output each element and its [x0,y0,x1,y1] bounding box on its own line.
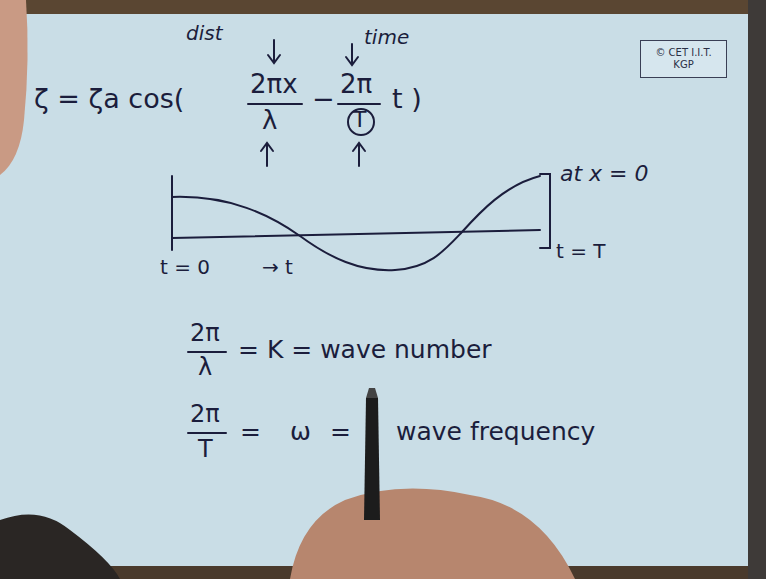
formula-part: 2π [190,320,220,346]
formula-part: = K = wave number [238,336,492,364]
equation-part: 2πx [250,70,298,99]
fraction-bar [188,432,226,434]
hand [0,0,28,175]
axis [172,230,540,238]
equation-part: ζ = ζa cos( [34,84,184,114]
equation-part: − [312,84,335,114]
axis-label: → t [262,256,293,278]
equation-part: 2π [340,70,372,99]
equation-part: t ) [392,84,422,114]
axis-label: t = T [556,240,606,262]
desk-edge [0,0,766,14]
axis-label: t = 0 [160,256,210,278]
formula-part: ω [290,418,311,446]
annotation: time [364,26,409,48]
glasses [0,514,120,579]
desk-edge [748,0,766,579]
logo-box: © CET I.I.T. KGP [640,40,727,78]
fraction-bar [248,103,302,105]
annotations [172,40,550,433]
formula-part: λ [198,354,212,380]
fraction-bar [188,351,226,353]
circle-mark [348,109,374,135]
formula-part: = [330,418,351,446]
formula-part: T [198,436,213,462]
pen-tip [366,388,378,398]
fraction-bar [338,103,380,105]
annotation: dist [186,22,223,44]
pen [364,398,380,520]
annotation: at x = 0 [560,162,649,186]
formula-part: = [240,418,261,446]
arrow [353,143,365,166]
formula-part: 2π [190,401,220,427]
arrow [346,44,358,65]
cosine-curve [172,176,540,270]
equation-part: λ [262,106,277,135]
logo-text: © CET I.I.T. KGP [648,47,720,70]
arrow [261,143,273,166]
bracket [540,174,550,248]
equation-part: T [353,108,366,132]
hand [290,489,575,579]
formula-part: wave frequency [396,418,595,446]
arrow [268,40,280,63]
